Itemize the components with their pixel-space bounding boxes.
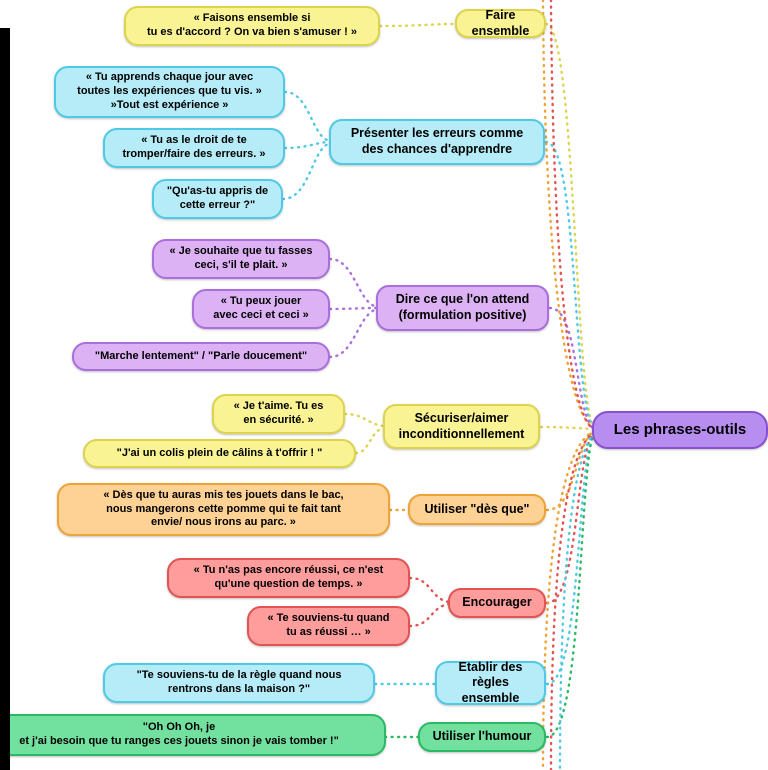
- connector: [541, 429, 596, 770]
- connector: [549, 430, 596, 770]
- quote-bubble[interactable]: « Tu n'as pas encore réussi, ce n'est qu…: [167, 558, 410, 598]
- connector: [558, 431, 596, 770]
- quote-text: « Dès que tu auras mis tes jouets dans l…: [103, 488, 344, 529]
- branch-node-etablir-regles[interactable]: Etablir des règles ensemble: [435, 659, 546, 705]
- connector: [328, 307, 380, 359]
- connector: [541, 0, 596, 430]
- quote-text: "J'ai un colis plein de câlins à t'offri…: [116, 446, 323, 459]
- quote-bubble[interactable]: "Te souviens-tu de la règle quand nous r…: [103, 663, 375, 703]
- quote-bubble[interactable]: "Marche lentement" / "Parle doucement": [72, 342, 330, 371]
- connector: [408, 576, 452, 604]
- main-node-label: Les phrases-outils: [613, 420, 747, 438]
- quote-text: « Je souhaite que tu fasses ceci, s'il t…: [169, 245, 313, 271]
- quote-bubble[interactable]: « Tu apprends chaque jour avec toutes le…: [54, 66, 285, 118]
- quote-bubble[interactable]: « Tu as le droit de te tromper/faire des…: [103, 128, 285, 168]
- connector: [545, 430, 596, 605]
- quote-text: « Faisons ensemble si tu es d'accord ? O…: [146, 12, 358, 38]
- connector: [408, 602, 452, 628]
- connector: [283, 90, 333, 143]
- quote-text: "Te souviens-tu de la règle quand nous r…: [136, 669, 342, 695]
- left-black-bar: [0, 28, 10, 770]
- branch-label: Etablir des règles ensemble: [458, 659, 523, 705]
- quote-text: "Oh Oh Oh, je et j'ai besoin que tu rang…: [19, 721, 339, 747]
- quote-bubble[interactable]: « Tu peux jouer avec ceci et ceci »: [192, 289, 330, 329]
- connector: [354, 426, 387, 455]
- connector: [539, 425, 596, 431]
- branch-node-utiliser-des-que[interactable]: Utiliser "dès que": [408, 494, 546, 525]
- quote-bubble[interactable]: "Oh Oh Oh, je et j'ai besoin que tu rang…: [0, 714, 386, 756]
- quote-bubble[interactable]: « Je souhaite que tu fasses ceci, s'il t…: [152, 239, 330, 279]
- branch-label: Présenter les erreurs comme des chances …: [350, 126, 524, 156]
- quote-bubble[interactable]: "Qu'as-tu appris de cette erreur ?": [152, 179, 283, 219]
- quote-text: « Te souviens-tu quand tu as réussi … »: [267, 612, 390, 638]
- quote-text: "Marche lentement" / "Parle doucement": [94, 349, 308, 362]
- connector: [283, 140, 333, 150]
- branch-label: Dire ce que l'on attend (formulation pos…: [395, 292, 530, 322]
- branch-node-encourager[interactable]: Encourager: [448, 588, 546, 618]
- connector: [549, 0, 596, 431]
- quote-bubble[interactable]: "J'ai un colis plein de câlins à t'offri…: [83, 439, 356, 468]
- connector: [343, 412, 387, 428]
- quote-bubble[interactable]: « Dès que tu auras mis tes jouets dans l…: [57, 483, 390, 536]
- branch-node-securiser-aimer[interactable]: Sécuriser/aimer inconditionnellement: [383, 404, 540, 449]
- quote-bubble[interactable]: « Te souviens-tu quand tu as réussi … »: [247, 606, 410, 646]
- quote-text: « Tu n'as pas encore réussi, ce n'est qu…: [193, 564, 384, 590]
- connector: [328, 306, 380, 311]
- branch-label: Utiliser "dès que": [424, 501, 530, 516]
- quote-bubble[interactable]: « Faisons ensemble si tu es d'accord ? O…: [124, 6, 380, 46]
- quote-text: « Tu as le droit de te tromper/faire des…: [122, 134, 266, 160]
- quote-text: « Tu apprends chaque jour avec toutes le…: [77, 71, 262, 111]
- main-node-les-phrases-outils[interactable]: Les phrases-outils: [592, 411, 768, 449]
- branch-node-presenter-erreurs[interactable]: Présenter les erreurs comme des chances …: [329, 119, 545, 165]
- branch-label: Encourager: [462, 595, 532, 610]
- quote-text: « Je t'aime. Tu es en sécurité. »: [233, 400, 324, 426]
- connector: [545, 431, 596, 739]
- connector: [548, 306, 596, 431]
- connector: [544, 140, 596, 431]
- branch-node-utiliser-humour[interactable]: Utiliser l'humour: [418, 722, 546, 752]
- quote-text: "Qu'as-tu appris de cette erreur ?": [166, 185, 269, 211]
- branch-node-faire-ensemble[interactable]: Faire ensemble: [455, 7, 546, 38]
- quote-text: « Tu peux jouer avec ceci et ceci »: [213, 295, 309, 321]
- branch-label: Faire ensemble: [471, 7, 530, 38]
- connector: [281, 141, 333, 201]
- connector: [544, 22, 596, 431]
- branch-node-dire-attend[interactable]: Dire ce que l'on attend (formulation pos…: [376, 285, 549, 331]
- connector: [378, 22, 457, 28]
- branch-label: Utiliser l'humour: [432, 729, 532, 744]
- connector: [545, 429, 596, 512]
- connector: [328, 257, 380, 309]
- quote-bubble[interactable]: « Je t'aime. Tu es en sécurité. »: [212, 394, 345, 434]
- branch-label: Sécuriser/aimer inconditionnellement: [398, 410, 525, 441]
- connector: [545, 430, 596, 686]
